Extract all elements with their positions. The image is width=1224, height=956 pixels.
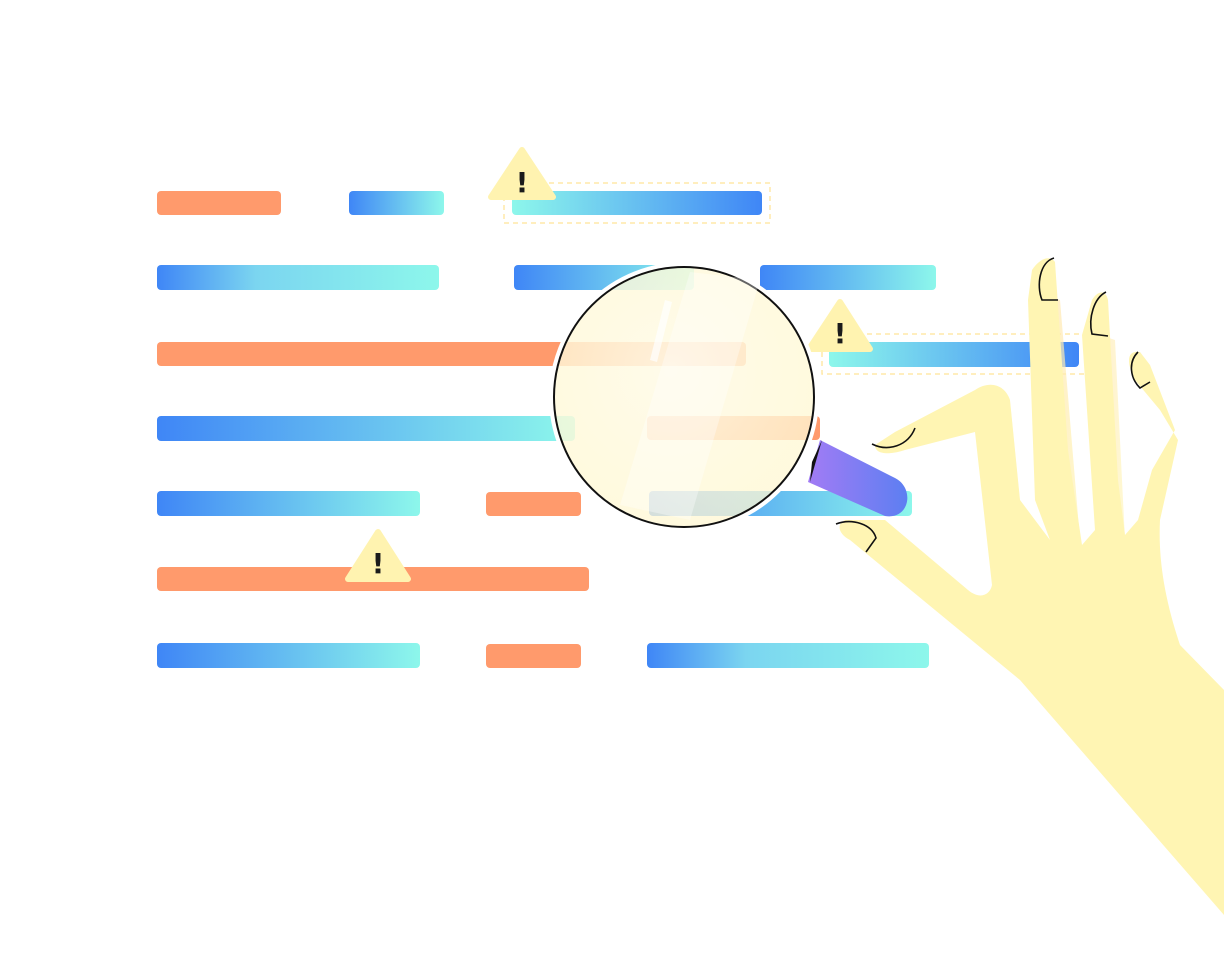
hand-illustration: [835, 257, 1224, 915]
bar-blue: [157, 265, 439, 290]
warning-mark: !: [834, 317, 847, 350]
warning-mark: !: [372, 547, 385, 580]
row-1: [157, 182, 771, 224]
bar-blue: [157, 643, 420, 668]
warning-mark: !: [516, 166, 529, 199]
bar-blue: [349, 191, 444, 215]
bar-blue: [647, 643, 929, 668]
warning-icon: !: [345, 529, 411, 582]
row-5: [157, 491, 912, 516]
row-7: [157, 643, 929, 668]
row-2: [157, 265, 936, 290]
bar-blue: [157, 491, 420, 516]
warning-icon: !: [488, 147, 556, 200]
bar-orange: [486, 644, 581, 668]
magnifying-glass-icon: [549, 262, 908, 532]
bar-orange: [486, 492, 581, 516]
bar-orange: [157, 191, 281, 215]
warning-icon: !: [806, 299, 873, 352]
bar-flagged: [829, 342, 1079, 367]
bar-blue: [760, 265, 936, 290]
bar-blue: [157, 416, 575, 441]
bar-flagged: [512, 191, 762, 215]
